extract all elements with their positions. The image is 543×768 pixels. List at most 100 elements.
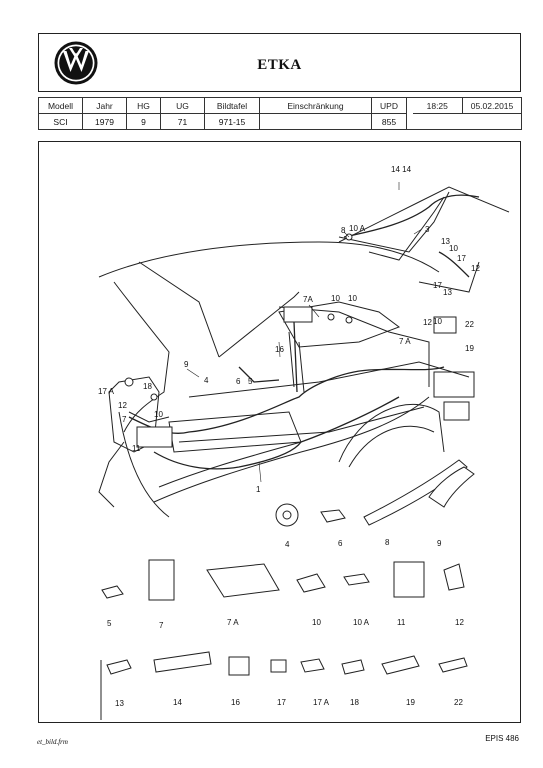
part-22 xyxy=(438,657,468,673)
footer-page-id: EPIS 486 xyxy=(485,734,519,743)
label-bildtafel: Bildtafel xyxy=(204,97,260,114)
value-bildtafel: 971-15 xyxy=(204,113,260,130)
part-11 xyxy=(393,561,425,598)
parts-diagram: 14 14 3 8 10 A 13 10 17 12 17 13 7A 10 1… xyxy=(98,165,510,720)
vw-logo-icon xyxy=(54,41,98,85)
callout-3: 3 xyxy=(425,225,430,234)
part-13 xyxy=(106,659,132,675)
part-14 xyxy=(153,651,212,673)
part-label-9: 9 xyxy=(437,539,442,548)
part-label-18: 18 xyxy=(350,698,359,707)
app-title: ETKA xyxy=(257,57,302,73)
callout-11: 11 xyxy=(132,444,141,453)
label-upd: UPD xyxy=(371,97,407,114)
callout-10f: 10 xyxy=(154,410,163,419)
label-modell: Modell xyxy=(38,97,83,114)
callout-10: 10 xyxy=(449,244,458,253)
callout-22: 22 xyxy=(465,320,474,329)
part-7 xyxy=(148,559,175,601)
callout-7: 7 xyxy=(122,415,127,424)
label-einschraenkung: Einschränkung xyxy=(259,97,372,114)
part-label-13: 13 xyxy=(115,699,124,708)
part-10a xyxy=(343,573,370,586)
wiring-harness xyxy=(128,194,480,470)
part-17 xyxy=(270,659,287,673)
part-label-10: 10 xyxy=(312,618,321,627)
part-label-17: 17 xyxy=(277,698,286,707)
parts-row-3 xyxy=(106,651,468,676)
part-16 xyxy=(228,656,250,676)
body-components xyxy=(124,233,457,448)
part-label-7a: 7 A xyxy=(227,618,239,627)
part-label-16: 16 xyxy=(231,698,240,707)
label-jahr: Jahr xyxy=(82,97,127,114)
part-label-4: 4 xyxy=(285,540,290,549)
label-ug: UG xyxy=(160,97,205,114)
callout-12: 12 xyxy=(471,264,480,273)
callout-10d: 10 xyxy=(348,294,357,303)
callout-17a: 17 A xyxy=(98,387,115,396)
callout-7a-b: 7 A xyxy=(399,337,411,346)
callout-16: 16 xyxy=(275,345,284,354)
part-label-19: 19 xyxy=(406,698,415,707)
callout-13: 13 xyxy=(441,237,450,246)
callout-6: 6 xyxy=(236,377,241,386)
callout-12c: 12 xyxy=(118,401,127,410)
time-value: 18:25 xyxy=(412,97,463,114)
callout-19: 19 xyxy=(465,344,474,353)
parts-row-1 xyxy=(275,459,475,527)
part-6-connector xyxy=(320,509,346,523)
part-label-11: 11 xyxy=(397,618,406,627)
parts-row-2 xyxy=(101,559,465,601)
header-frame: ETKA xyxy=(38,33,521,92)
value-upd: 855 xyxy=(371,113,407,130)
leader-lines xyxy=(186,182,423,483)
parts-row-2-labels: 5 7 7 A 10 10 A 11 12 xyxy=(107,618,464,630)
callout-17b: 17 xyxy=(433,281,442,290)
part-10 xyxy=(296,573,326,593)
metadata-table: Modell Jahr HG UG Bildtafel Einschränkun… xyxy=(38,97,522,130)
part-label-12: 12 xyxy=(455,618,464,627)
callout-18: 18 xyxy=(143,382,152,391)
callout-10a: 10 A xyxy=(349,224,366,233)
part-label-17a: 17 A xyxy=(313,698,330,707)
callout-10e: 10 xyxy=(433,317,442,326)
part-4-grommet-hole xyxy=(282,510,292,520)
part-label-10a: 10 A xyxy=(353,618,370,627)
callout-8: 8 xyxy=(341,226,346,235)
part-7a xyxy=(206,563,280,598)
part-label-6: 6 xyxy=(338,539,343,548)
part-label-5: 5 xyxy=(107,619,112,628)
part-17a xyxy=(300,658,325,673)
parts-diagram-frame: 14 14 3 8 10 A 13 10 17 12 17 13 7A 10 1… xyxy=(38,141,521,723)
callout-12b: 12 xyxy=(423,318,432,327)
footer-template-name: et_bild.frm xyxy=(37,738,68,746)
part-label-8: 8 xyxy=(385,538,390,547)
part-label-22: 22 xyxy=(454,698,463,707)
part-label-14: 14 xyxy=(173,698,182,707)
part-18 xyxy=(341,659,365,675)
callout-10c: 10 xyxy=(331,294,340,303)
callout-7a: 7A xyxy=(303,295,313,304)
value-jahr: 1979 xyxy=(82,113,127,130)
parts-row-1-labels: 4 6 8 9 xyxy=(285,538,442,549)
part-19 xyxy=(381,655,420,675)
value-einschraenkung xyxy=(259,113,372,130)
callout-1: 1 xyxy=(256,485,261,494)
car-body-outline xyxy=(98,186,510,518)
part-label-7: 7 xyxy=(159,621,164,630)
part-5 xyxy=(101,585,124,599)
part-12 xyxy=(443,563,465,591)
callout-13b: 13 xyxy=(443,288,452,297)
diagram-callouts: 14 14 3 8 10 A 13 10 17 12 17 13 7A 10 1… xyxy=(98,165,480,494)
part-9-boot xyxy=(428,466,475,508)
callout-5: 5 xyxy=(248,377,253,386)
parts-row-3-labels: 13 14 16 17 17 A 18 19 22 xyxy=(115,698,463,708)
label-hg: HG xyxy=(126,97,161,114)
callout-9: 9 xyxy=(184,360,189,369)
value-hg: 9 xyxy=(126,113,161,130)
callout-14-14: 14 14 xyxy=(391,165,412,174)
callout-4: 4 xyxy=(204,376,209,385)
value-ug: 71 xyxy=(160,113,205,130)
callout-17: 17 xyxy=(457,254,466,263)
